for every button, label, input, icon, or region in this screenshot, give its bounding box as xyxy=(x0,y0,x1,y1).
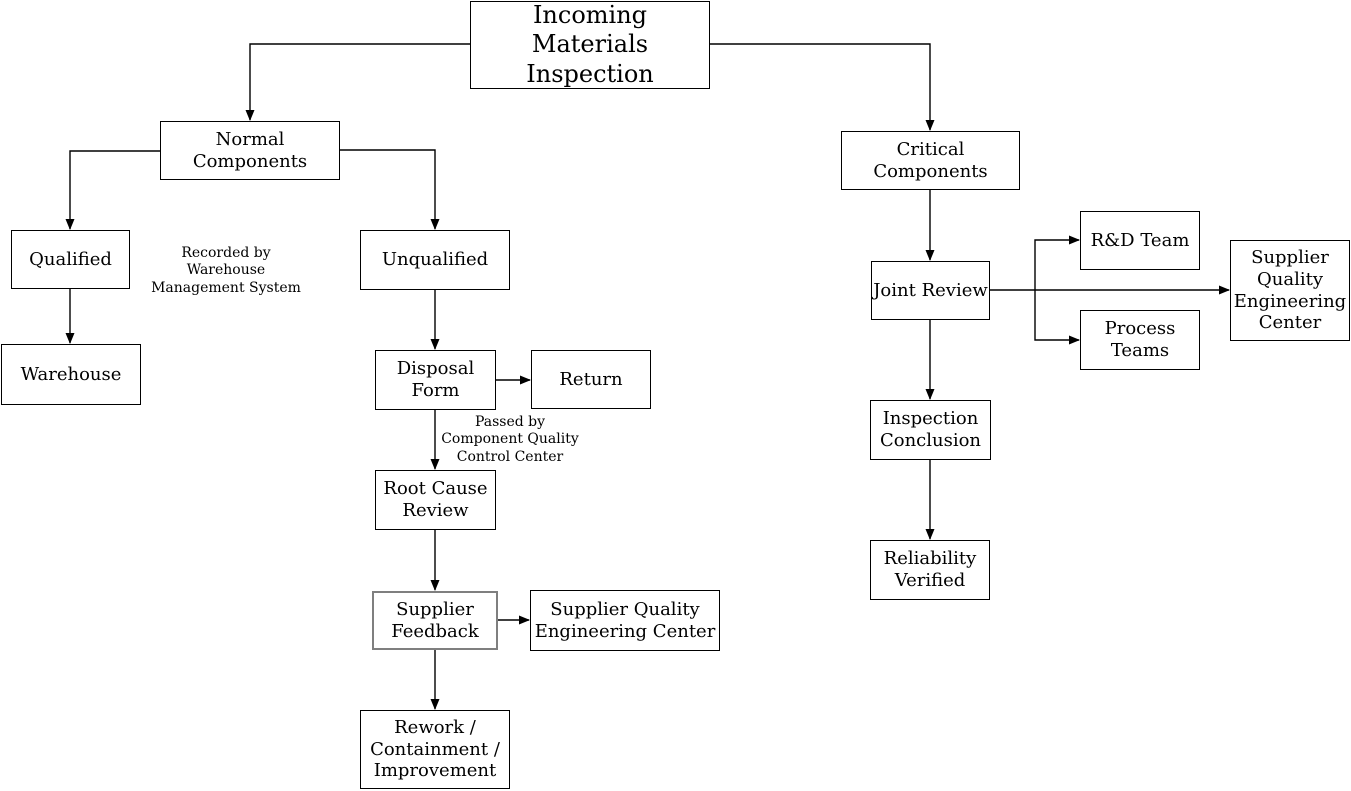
node-warehouse: Warehouse xyxy=(1,344,141,405)
edge-title-to-normal xyxy=(245,43,470,121)
node-rd-team: R&D Team xyxy=(1080,211,1200,270)
node-process-teams: Process Teams xyxy=(1080,310,1200,370)
annotation-passed-by-cqcc: Passed by Component Quality Control Cent… xyxy=(441,414,579,465)
node-incoming-materials-inspection: Incoming Materials Inspection xyxy=(470,1,710,89)
node-disposal-form: Disposal Form xyxy=(375,350,496,410)
node-return: Return xyxy=(531,350,651,409)
node-supplier-feedback: Supplier Feedback xyxy=(372,591,498,650)
edge-normal-to-qualified xyxy=(65,150,160,230)
node-rework-containment-improvement: Rework / Containment / Improvement xyxy=(360,710,510,789)
node-inspection-conclusion: Inspection Conclusion xyxy=(870,400,991,460)
edge-joint-to-rdteam xyxy=(1034,235,1080,290)
edge-normal-to-unqualified xyxy=(340,149,440,230)
edge-joint-to-process xyxy=(1034,290,1080,345)
edge-title-to-critical xyxy=(710,43,935,131)
node-root-cause-review: Root Cause Review xyxy=(375,470,496,530)
node-reliability-verified: Reliability Verified xyxy=(870,540,990,600)
node-normal-components: Normal Components xyxy=(160,121,340,180)
node-unqualified: Unqualified xyxy=(360,230,510,290)
node-joint-review: Joint Review xyxy=(871,261,990,320)
annotation-recorded-by-warehouse: Recorded by Warehouse Management System xyxy=(151,245,301,296)
node-supplier-quality-engineering-center-right: Supplier Quality Engineering Center xyxy=(1230,240,1350,341)
node-critical-components: Critical Components xyxy=(841,131,1020,190)
node-supplier-quality-engineering-center: Supplier Quality Engineering Center xyxy=(530,590,720,651)
node-qualified: Qualified xyxy=(11,230,130,289)
